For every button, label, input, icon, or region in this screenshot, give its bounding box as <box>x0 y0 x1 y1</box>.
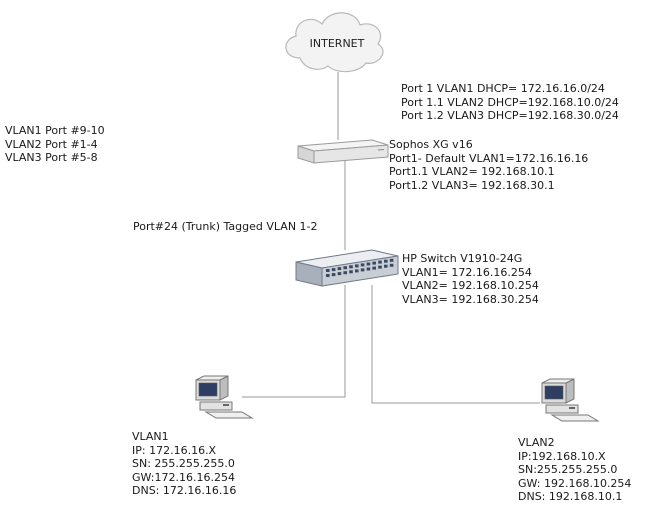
switch-port-icon <box>326 269 330 272</box>
switch-port-icon <box>355 269 359 273</box>
switch-port-icon <box>389 258 394 262</box>
pc2-line: SN:255.255.255.0 <box>518 463 618 476</box>
switch-port-icon <box>331 273 336 277</box>
vlan-port-line: VLAN2 Port #1-4 <box>5 137 98 151</box>
switch-port-icon <box>337 267 342 271</box>
switch-details: HP Switch V1910-24G VLAN1= 172.16.16.254… <box>402 252 539 306</box>
switch-port-icon <box>378 265 382 269</box>
internet-cloud-icon <box>285 12 384 73</box>
vlan-port-list: VLAN1 Port #9-10 VLAN2 Port #1-4 VLAN3 P… <box>5 124 105 165</box>
switch-port-icon <box>343 271 347 275</box>
vlan-port-line: VLAN1 Port #9-10 <box>5 124 105 137</box>
pc2-details: VLAN2 IP:192.168.10.X SN:255.255.255.0 G… <box>518 436 631 504</box>
switch-port-icon <box>360 268 365 272</box>
vlan-port-line: VLAN3 Port #5-8 <box>5 151 98 164</box>
switch-port-icon <box>326 274 330 277</box>
switch-port-icon <box>331 268 336 272</box>
switch-port-icon <box>372 261 376 265</box>
switch-port-icon <box>384 264 388 268</box>
switch-port-icon <box>378 260 382 264</box>
firewall-details: Sophos XG v16 Port1- Default VLAN1=172.1… <box>389 138 588 192</box>
dhcp-note-line: Port 1 VLAN1 DHCP= 172.16.16.0/24 <box>401 82 605 95</box>
switch-title: HP Switch V1910-24G <box>402 252 523 265</box>
switch-port-icon <box>343 266 347 270</box>
pc1-line: SN: 255.255.255.0 <box>132 457 235 470</box>
pc1-computer-icon <box>195 375 254 419</box>
dhcp-note-line: Port 1.2 VLAN3 DHCP=192.168.30.0/24 <box>401 109 619 122</box>
switch-port-icon <box>355 264 359 268</box>
switch-port-icon <box>384 259 388 263</box>
switch-port-icon <box>349 270 353 274</box>
firewall-line: Port1.1 VLAN2= 192.168.10.1 <box>389 165 555 178</box>
pc2-line: DNS: 192.168.10.1 <box>518 490 623 503</box>
firewall-appliance-icon <box>297 139 389 164</box>
switch-port-icon <box>360 263 365 267</box>
pc2-line: IP:192.168.10.X <box>518 449 606 463</box>
switch-port-icon <box>366 262 371 266</box>
switch-port-icon <box>349 265 353 269</box>
pc1-details: VLAN1 IP: 172.16.16.X SN: 255.255.255.0 … <box>132 430 236 498</box>
dhcp-notes: Port 1 VLAN1 DHCP= 172.16.16.0/24 Port 1… <box>401 82 619 123</box>
switch-line: VLAN2= 192.168.10.254 <box>402 279 539 292</box>
firewall-line: Port1.2 VLAN3= 192.168.30.1 <box>389 178 555 192</box>
pc1-line: VLAN1 <box>132 430 169 443</box>
switch-port-icon <box>372 266 376 270</box>
switch-line: VLAN1= 172.16.16.254 <box>402 265 532 279</box>
pc1-line: GW:172.16.16.254 <box>132 470 235 484</box>
trunk-label: Port#24 (Trunk) Tagged VLAN 1-2 <box>133 220 318 233</box>
pc1-line: IP: 172.16.16.X <box>132 443 217 457</box>
pc1-line: DNS: 172.16.16.16 <box>132 484 237 497</box>
firewall-line: Port1- Default VLAN1=172.16.16.16 <box>389 151 589 165</box>
switch-icon <box>295 249 399 287</box>
switch-port-icon <box>389 263 394 267</box>
link-switch-pc2 <box>371 285 540 404</box>
switch-port-icon <box>366 267 371 271</box>
switch-port-icon <box>337 272 342 276</box>
dhcp-note-line: Port 1.1 VLAN2 DHCP=192.168.10.0/24 <box>401 95 619 109</box>
pc2-line: GW: 192.168.10.254 <box>518 476 632 490</box>
internet-label: INTERNET <box>310 37 365 50</box>
pc2-computer-icon <box>541 378 600 422</box>
firewall-title: Sophos XG v16 <box>389 138 473 151</box>
switch-line: VLAN3= 192.168.30.254 <box>402 292 539 306</box>
link-switch-pc1 <box>242 285 346 398</box>
pc2-line: VLAN2 <box>518 436 555 449</box>
